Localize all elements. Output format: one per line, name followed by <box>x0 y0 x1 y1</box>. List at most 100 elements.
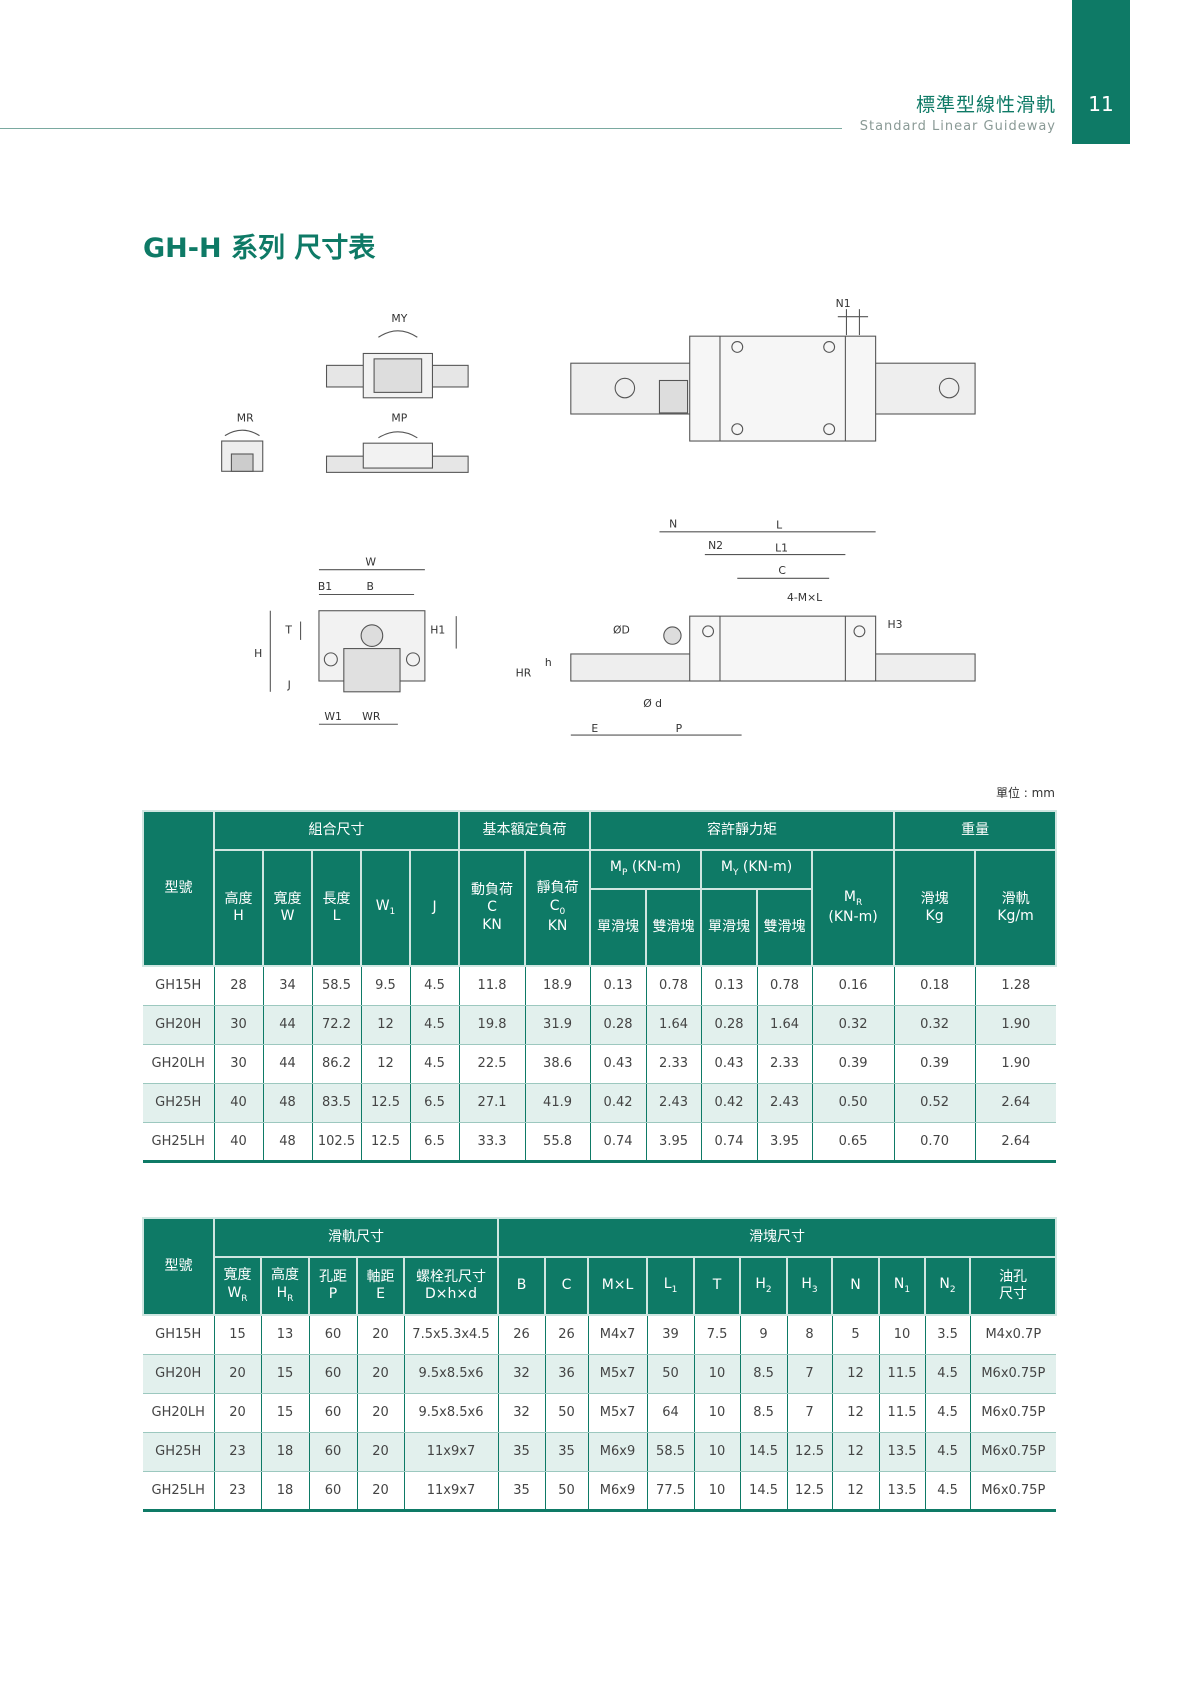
value-cell: 10 <box>693 1393 741 1433</box>
value-cell: 0.50 <box>811 1083 895 1123</box>
n-label: N <box>669 518 677 531</box>
value-cell: 11x9x7 <box>403 1432 499 1472</box>
value-cell: 30 <box>213 1005 264 1045</box>
group-assembly: 組合尺寸 <box>212 810 461 851</box>
h3-label: H3 <box>888 618 903 631</box>
value-cell: 8.5 <box>739 1354 788 1394</box>
value-cell: 13 <box>260 1315 310 1355</box>
value-cell: 0.13 <box>700 966 758 1006</box>
value-cell: 0.39 <box>893 1044 976 1084</box>
value-cell: M5x7 <box>587 1393 648 1433</box>
value-cell: 0.43 <box>589 1044 647 1084</box>
col-mp-single: 單滑塊 <box>589 888 648 967</box>
value-cell: 15 <box>260 1393 310 1433</box>
value-cell: 34 <box>262 966 313 1006</box>
col-l1: L1 <box>646 1256 696 1316</box>
value-cell: 12 <box>360 1044 411 1084</box>
j-label: J <box>287 679 291 692</box>
value-cell: 0.74 <box>700 1122 758 1163</box>
value-cell: 7 <box>786 1393 833 1433</box>
value-cell: 0.18 <box>893 966 976 1006</box>
section-title-zh: 標準型線性滑軌 <box>915 94 1056 116</box>
value-cell: M4x0.7P <box>969 1315 1057 1355</box>
value-cell: 0.39 <box>811 1044 895 1084</box>
w1-label: W1 <box>324 710 342 723</box>
value-cell: 14.5 <box>739 1432 788 1472</box>
value-cell: 40 <box>213 1083 264 1123</box>
col-h3: H3 <box>786 1256 834 1316</box>
value-cell: 64 <box>646 1393 695 1433</box>
value-cell: 1.28 <box>974 966 1057 1006</box>
col-mp: MP (KN-m) <box>589 849 703 890</box>
value-cell: 12 <box>831 1393 880 1433</box>
col-my: MY (KN-m) <box>700 849 814 890</box>
value-cell: 77.5 <box>646 1471 695 1512</box>
t-label: T <box>284 623 292 636</box>
value-cell: 12.5 <box>360 1122 411 1163</box>
value-cell: 33.3 <box>458 1122 526 1163</box>
value-cell: 44 <box>262 1005 313 1045</box>
value-cell: 86.2 <box>311 1044 362 1084</box>
value-cell: 19.8 <box>458 1005 526 1045</box>
col-h2: H2 <box>739 1256 789 1316</box>
col-mxl: M×L <box>587 1256 649 1316</box>
value-cell: 11.5 <box>878 1393 926 1433</box>
model-cell: GH20H <box>143 1354 215 1394</box>
value-cell: 0.13 <box>589 966 647 1006</box>
unit-label: 單位 : mm <box>995 786 1055 800</box>
value-cell: 20 <box>356 1432 405 1472</box>
value-cell: 2.33 <box>645 1044 702 1084</box>
moment-diagrams: MY MR MP <box>221 312 469 473</box>
mxl-label: 4-M×L <box>787 591 822 604</box>
value-cell: 0.52 <box>893 1083 976 1123</box>
value-cell: 32 <box>497 1354 546 1394</box>
value-cell: 4.5 <box>924 1471 971 1512</box>
value-cell: 11x9x7 <box>403 1471 499 1512</box>
value-cell: 12.5 <box>786 1471 833 1512</box>
value-cell: 35 <box>497 1432 546 1472</box>
value-cell: 48 <box>262 1083 313 1123</box>
value-cell: 2.43 <box>756 1083 813 1123</box>
value-cell: 9.5x8.5x6 <box>403 1393 499 1433</box>
value-cell: 55.8 <box>524 1122 591 1163</box>
value-cell: M4x7 <box>587 1315 648 1355</box>
wr-label: WR <box>362 710 381 723</box>
value-cell: 27.1 <box>458 1083 526 1123</box>
value-cell: 38.6 <box>524 1044 591 1084</box>
small-h-label: h <box>545 656 552 669</box>
value-cell: 40 <box>213 1122 264 1163</box>
value-cell: 11.5 <box>878 1354 926 1394</box>
value-cell: 9.5 <box>360 966 411 1006</box>
col-j: J <box>408 849 461 967</box>
value-cell: M5x7 <box>587 1354 648 1394</box>
col-n1: N1 <box>878 1256 927 1316</box>
value-cell: 18 <box>260 1432 310 1472</box>
value-cell: 15 <box>260 1354 310 1394</box>
end-view-diagram: W B1 B T H1 H J W1 WR <box>254 555 457 725</box>
value-cell: 10 <box>878 1315 926 1355</box>
value-cell: 3.5 <box>924 1315 971 1355</box>
h1-label: H1 <box>430 623 445 636</box>
value-cell: 0.65 <box>811 1122 895 1163</box>
value-cell: 20 <box>356 1393 405 1433</box>
value-cell: 50 <box>544 1393 589 1433</box>
side-view-diagram: N L N2 L1 C 4-M×L ØD H3 h HR Ø d E P <box>516 518 976 736</box>
header-divider <box>0 128 842 129</box>
col-c: C <box>544 1256 590 1316</box>
value-cell: 0.78 <box>645 966 702 1006</box>
value-cell: 41.9 <box>524 1083 591 1123</box>
